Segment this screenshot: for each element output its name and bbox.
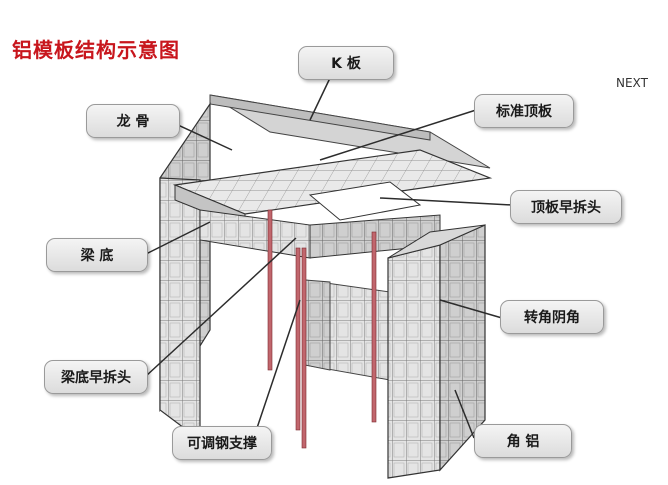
leader-lines (145, 77, 513, 439)
left-wall (159, 102, 211, 442)
steel-props (267, 209, 377, 449)
label-corner-yin: 转角阴角 (500, 300, 604, 334)
label-beam-early-strip: 梁底早拆头 (44, 360, 148, 394)
label-keel: 龙 骨 (86, 104, 180, 138)
label-standard-top-board: 标准顶板 (474, 94, 574, 128)
label-steel-prop: 可调钢支撑 (172, 426, 272, 460)
label-beam-bottom: 梁 底 (46, 238, 148, 272)
steel-prop (301, 247, 307, 449)
steel-prop (295, 247, 301, 431)
label-corner-aluminum: 角 铝 (474, 424, 572, 458)
back-wall-top (209, 94, 491, 169)
right-column (387, 224, 486, 479)
page-title: 铝模板结构示意图 (12, 38, 180, 62)
steel-prop (371, 231, 377, 423)
back-wall (304, 279, 391, 381)
steel-prop (267, 209, 273, 371)
next-button[interactable]: NEXT (616, 76, 648, 90)
label-top-board-early-strip: 顶板早拆头 (510, 190, 622, 224)
label-k-board: K 板 (298, 46, 394, 80)
